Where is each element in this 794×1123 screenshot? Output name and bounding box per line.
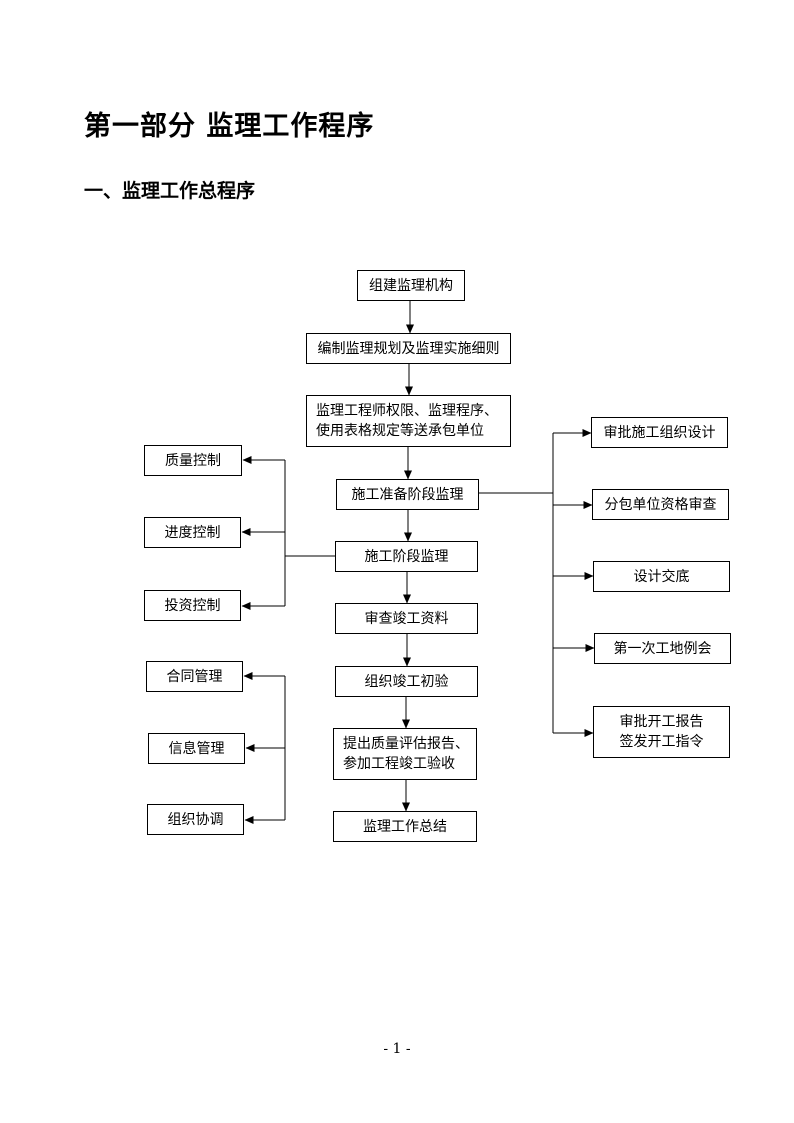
step-compile-plan: 编制监理规划及监理实施细则 [306,333,511,364]
section-title: 一、监理工作总程序 [84,180,256,202]
right-item-first-site-meeting: 第一次工地例会 [594,633,731,664]
step-preliminary-acceptance: 组织竣工初验 [335,666,478,697]
step-construction-supervision: 施工阶段监理 [335,541,478,572]
left-item-information-management: 信息管理 [148,733,245,764]
right-item-design-disclosure-label: 设计交底 [633,568,690,585]
step-compile-plan-label: 编制监理规划及监理实施细则 [317,340,500,357]
right-item-first-site-meeting-label: 第一次工地例会 [613,640,712,657]
step-form-supervision-org: 组建监理机构 [357,270,465,301]
step-preparation-supervision: 施工准备阶段监理 [336,479,479,510]
left-item-organization-coordination: 组织协调 [147,804,244,835]
step-construction-supervision-label: 施工阶段监理 [364,548,449,565]
left-item-progress-control: 进度控制 [144,517,241,548]
right-item-subcontractor-review-label: 分包单位资格审查 [604,496,717,513]
left-item-organization-coordination-label: 组织协调 [167,811,224,828]
page-title: 第一部分 监理工作程序 [84,111,375,142]
step-send-to-contractor-line2: 使用表格规定等送承包单位 [316,423,484,439]
step-quality-report: 提出质量评估报告、 参加工程竣工验收 [333,728,477,780]
right-item-subcontractor-review: 分包单位资格审查 [592,489,729,520]
step-preliminary-acceptance-label: 组织竣工初验 [364,673,449,690]
left-item-investment-control-label: 投资控制 [164,597,221,614]
step-supervision-summary-label: 监理工作总结 [363,818,447,835]
left-item-quality-control: 质量控制 [144,445,242,476]
step-form-supervision-org-label: 组建监理机构 [369,277,453,294]
right-item-approve-org-design-label: 审批施工组织设计 [603,424,716,441]
step-review-completion-docs-label: 审查竣工资料 [364,610,449,627]
right-item-start-approval-line1: 审批开工报告 [619,714,704,730]
page-number: - 1 - [383,1041,411,1057]
left-item-contract-management-label: 合同管理 [166,668,223,685]
step-review-completion-docs: 审查竣工资料 [335,603,478,634]
step-supervision-summary: 监理工作总结 [333,811,477,842]
left-item-quality-control-label: 质量控制 [165,452,221,469]
right-item-approve-org-design: 审批施工组织设计 [591,417,728,448]
step-quality-report-line1: 提出质量评估报告、 [343,736,469,752]
step-quality-report-line2: 参加工程竣工验收 [343,756,455,772]
left-item-information-management-label: 信息管理 [168,740,225,757]
left-item-contract-management: 合同管理 [146,661,243,692]
step-send-to-contractor-line1: 监理工程师权限、监理程序、 [316,403,498,419]
left-item-investment-control: 投资控制 [144,590,241,621]
right-item-start-approval: 审批开工报告 签发开工指令 [593,706,730,758]
right-item-design-disclosure: 设计交底 [593,561,730,592]
step-send-to-contractor: 监理工程师权限、监理程序、 使用表格规定等送承包单位 [306,395,511,447]
left-item-progress-control-label: 进度控制 [164,524,221,541]
right-item-start-approval-line2: 签发开工指令 [619,734,704,750]
step-preparation-supervision-label: 施工准备阶段监理 [351,486,464,503]
